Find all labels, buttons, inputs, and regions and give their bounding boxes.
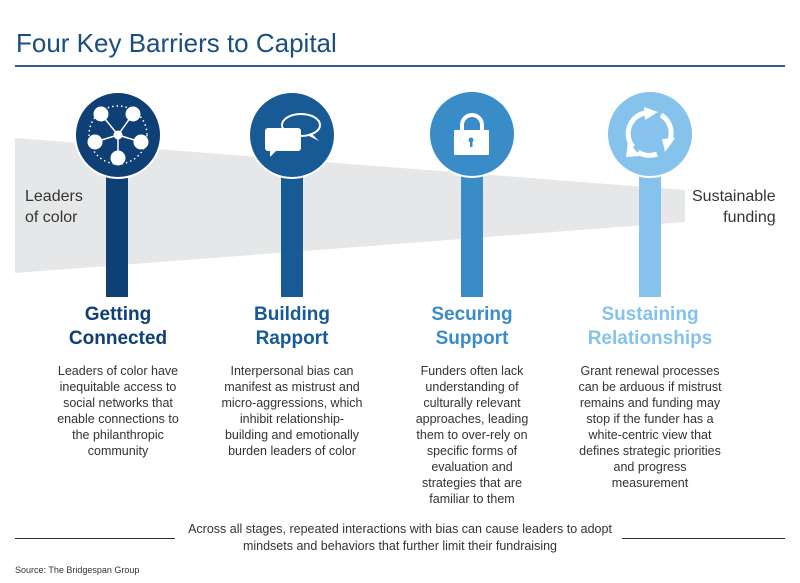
network-icon [87,105,149,166]
stage-description: Grant renewal processes can be arduous i… [578,364,722,490]
stage-2-marker [248,91,336,297]
funnel-wedge [15,138,685,273]
stage-1-marker [74,91,162,297]
page-title: Four Key Barriers to Capital [16,28,337,58]
stage-4-marker [606,90,694,297]
source-note: Source: The Bridgespan Group [15,565,140,575]
cycle-arrows-icon [625,107,675,158]
stage-description: Interpersonal bias can manifest as mistr… [221,364,363,458]
stage-description: Funders often lack understanding of cult… [415,364,529,506]
footer-rule-right [622,538,785,539]
footer-note: Across all stages, repeated interactions… [188,522,612,553]
stage-3-marker [428,90,516,297]
stage-description: Leaders of color have inequitable access… [57,364,179,458]
title-divider [15,65,785,67]
lock-icon [454,113,489,155]
chat-bubbles-icon [265,113,321,157]
footer-rule-left [15,538,175,539]
